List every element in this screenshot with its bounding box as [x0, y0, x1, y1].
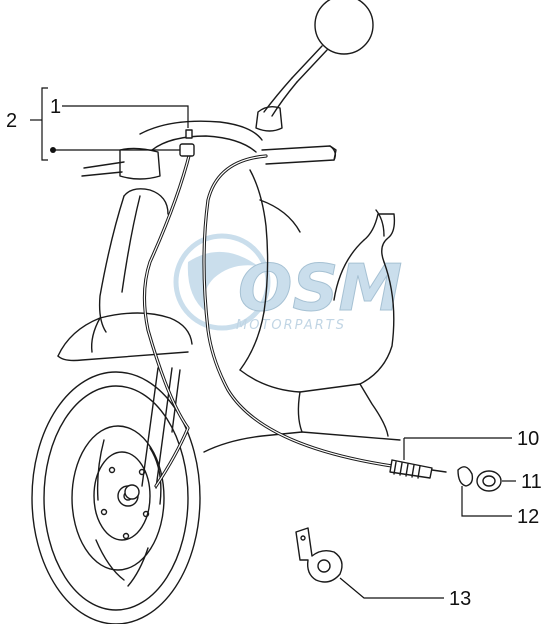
callout-leaders	[30, 87, 516, 599]
callout-1: 1	[50, 96, 61, 118]
callout-2-dot	[50, 147, 56, 153]
leader-13	[339, 577, 444, 599]
callout-12: 12	[517, 506, 539, 528]
rear-body	[203, 199, 401, 453]
leader-12	[461, 486, 512, 517]
front-shield	[57, 120, 269, 371]
part-12-ring	[457, 466, 474, 487]
osm-watermark: OSM MOTORPARTS	[173, 233, 403, 333]
callout-13: 13	[449, 588, 471, 610]
part-13-clamp	[295, 527, 343, 583]
handlebar	[81, 105, 337, 180]
watermark-brand: OSM	[238, 252, 402, 326]
watermark-globe-icon	[173, 233, 271, 331]
bracket-part-2	[41, 87, 48, 161]
part-11-nut	[476, 470, 502, 492]
callout-11: 11	[521, 471, 542, 493]
callout-2: 2	[6, 110, 17, 132]
leader-1	[62, 105, 189, 128]
mirror	[263, 0, 374, 117]
callout-10: 10	[517, 428, 539, 450]
leader-10	[403, 437, 512, 460]
scooter-drawing	[31, 0, 502, 624]
speedometer-cable	[124, 129, 447, 500]
watermark-tagline: MOTORPARTS	[236, 318, 346, 333]
